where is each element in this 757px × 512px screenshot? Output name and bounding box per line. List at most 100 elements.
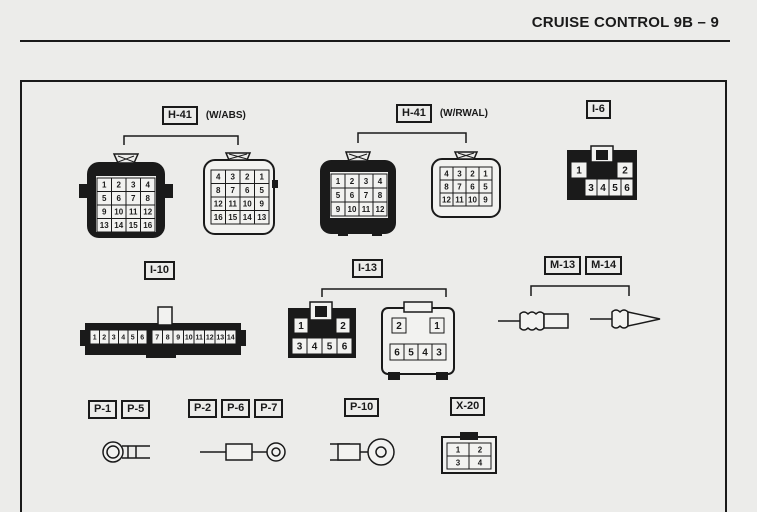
pin-number: 4 — [478, 458, 483, 467]
pin-number: 5 — [260, 186, 265, 195]
label-h41-rwal: H-41 (W/RWAL) — [396, 104, 488, 123]
pin-number: 11 — [455, 195, 464, 204]
pin-number: 12 — [143, 208, 152, 217]
pin-number: 6 — [342, 342, 348, 353]
pin-number: 16 — [143, 221, 152, 230]
pin-number: 2 — [396, 321, 402, 332]
pin-number: 9 — [336, 205, 341, 214]
pin-cell — [137, 329, 148, 345]
pin-number: 4 — [422, 348, 428, 359]
pin-number: 11 — [196, 335, 204, 342]
pin-number: 3 — [131, 181, 136, 190]
terminal-p2-p6-p7 — [200, 442, 286, 462]
pin-number: 7 — [155, 335, 159, 342]
connector-label-m13: M-13 — [544, 256, 582, 275]
pin-number: 4 — [121, 335, 125, 342]
pin-number: 6 — [117, 194, 122, 203]
connector-note-abs: (W/ABS) — [205, 110, 246, 121]
pin-number: 1 — [483, 169, 488, 178]
bracket-m13-m14 — [530, 285, 630, 296]
terminal-p10 — [330, 438, 395, 466]
pin-number: 2 — [478, 445, 483, 454]
pin-number: 4 — [600, 183, 606, 194]
connector-m13-terminal — [498, 311, 569, 331]
pin-number: 12 — [206, 335, 214, 342]
pin-number: 7 — [231, 186, 236, 195]
pin-number: 3 — [588, 183, 594, 194]
pin-number: 9 — [176, 335, 180, 342]
pin-number: 8 — [444, 182, 449, 191]
pin-number: 1 — [93, 335, 97, 342]
pin-cell — [478, 192, 493, 207]
pin-number: 7 — [457, 182, 462, 191]
pin-cell — [620, 178, 634, 197]
label-i10: I-10 — [144, 261, 175, 280]
pin-number: 10 — [243, 200, 252, 209]
pin-number: 2 — [102, 335, 106, 342]
pin-number: 10 — [468, 195, 477, 204]
pin-cell — [336, 337, 353, 355]
pin-number: 15 — [129, 221, 138, 230]
pin-number: 5 — [336, 191, 341, 200]
pin-number: 10 — [348, 205, 357, 214]
pin-cell — [391, 317, 407, 334]
pin-number: 7 — [364, 191, 369, 200]
pin-number: 9 — [102, 208, 107, 217]
pin-number: 3 — [112, 335, 116, 342]
connector-label-i13: I-13 — [352, 259, 383, 278]
pin-number: 14 — [114, 221, 123, 230]
connector-label-i10: I-10 — [144, 261, 175, 280]
pin-number: 5 — [327, 342, 333, 353]
pin-number: 13 — [257, 213, 266, 222]
connector-diagram-panel — [20, 80, 727, 512]
pin-number: 4 — [216, 173, 221, 182]
pin-number: 4 — [146, 181, 151, 190]
pin-number: 11 — [129, 208, 138, 217]
connector-label-p6: P-6 — [221, 399, 251, 418]
terminal-p1-p5 — [102, 441, 150, 463]
pin-number: 12 — [376, 205, 385, 214]
wiring-connector-page: CRUISE CONTROL 9B – 9 H-41 (W/ABS) H-41 … — [20, 14, 730, 512]
connector-label-h41: H-41 — [396, 104, 432, 123]
pin-number: 10 — [185, 335, 193, 342]
pin-number: 3 — [436, 348, 442, 359]
connector-label-p10: P-10 — [344, 398, 380, 417]
pin-number: 11 — [229, 200, 238, 209]
pin-number: 2 — [470, 169, 475, 178]
bracket-h41-rwal — [357, 132, 467, 143]
pin-number: 12 — [214, 200, 223, 209]
pin-cell — [372, 201, 388, 217]
pin-number: 3 — [297, 342, 303, 353]
pin-number: 4 — [312, 342, 318, 353]
pin-number: 14 — [243, 213, 252, 222]
pin-number: 1 — [260, 173, 265, 182]
pin-number: 1 — [576, 166, 582, 177]
pin-number: 13 — [100, 221, 109, 230]
pin-number: 5 — [408, 348, 414, 359]
connector-label-h41: H-41 — [162, 106, 198, 125]
connector-label-x20: X-20 — [450, 397, 486, 416]
pin-number: 3 — [456, 458, 461, 467]
pin-number: 3 — [364, 177, 369, 186]
label-p10: P-10 — [344, 398, 380, 417]
pin-number: 9 — [483, 195, 488, 204]
pin-number: 16 — [214, 213, 223, 222]
pin-number: 13 — [216, 335, 224, 342]
bracket-h41-abs — [123, 135, 239, 145]
pin-number: 2 — [340, 321, 346, 332]
label-p2-p6-p7: P-2 P-6 P-7 — [188, 399, 284, 418]
pin-number: 8 — [378, 191, 383, 200]
pin-cell — [570, 161, 588, 179]
pin-number: 1 — [298, 321, 304, 332]
pin-number: 15 — [228, 213, 237, 222]
pin-cell — [616, 161, 634, 179]
